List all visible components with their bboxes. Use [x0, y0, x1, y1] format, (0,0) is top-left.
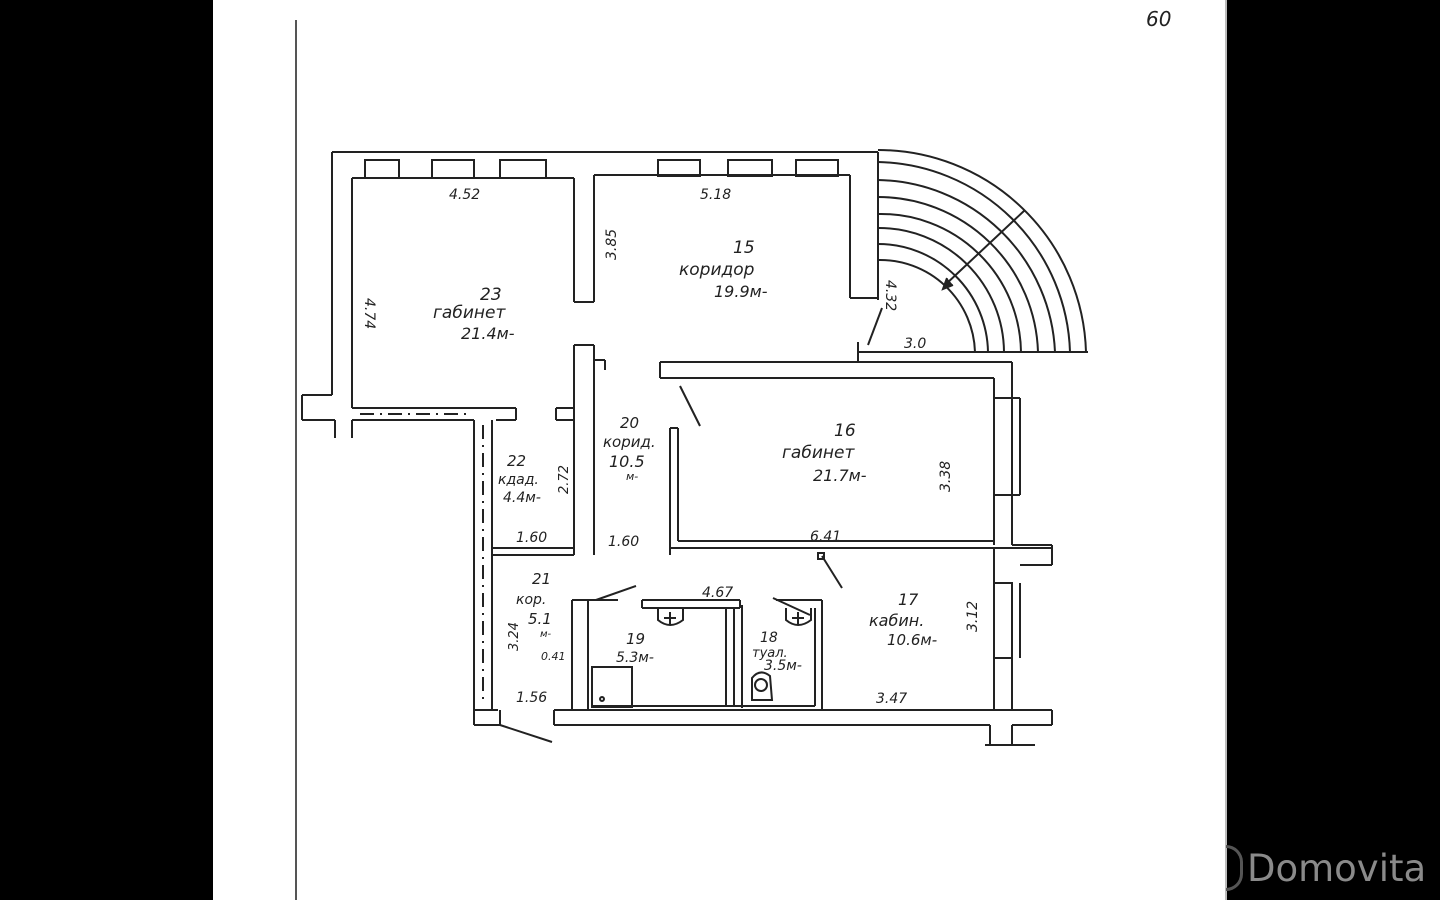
room-21-name: кор. — [516, 592, 546, 608]
room-19-area: 5.3м- — [616, 650, 654, 666]
room-18-name: туал. — [752, 646, 788, 661]
domovita-watermark: Domovita — [1226, 838, 1426, 898]
room-15-number: 15 — [733, 238, 755, 258]
dim-21-inner: 0.41 — [541, 650, 566, 663]
room-22-name: кдад. — [498, 472, 539, 488]
room-23-area: 21.4м- — [461, 324, 515, 343]
room-22-number: 22 — [507, 452, 526, 470]
room-22-area: 4.4м- — [503, 490, 541, 506]
room-16-number: 16 — [834, 421, 856, 441]
sheet-number: 60 — [1146, 7, 1171, 31]
room-17-name: кабин. — [869, 611, 924, 630]
room-18-number: 18 — [760, 630, 778, 646]
room-20-area: 10.5 — [609, 452, 645, 471]
dim-22-bottom: 1.60 — [516, 530, 547, 546]
room-23-name: габинет — [433, 303, 506, 323]
room-17-number: 17 — [898, 590, 919, 609]
dim-16-bottom: 6.41 — [810, 529, 841, 545]
dim-22-right: 2.72 — [557, 465, 572, 494]
dim-21-left: 3.24 — [507, 622, 522, 651]
room-23-number: 23 — [480, 285, 502, 305]
room-16-name: габинет — [782, 443, 855, 463]
room-17-area: 10.6м- — [887, 631, 937, 649]
room-20-unit: м- — [626, 470, 638, 483]
dim-20-bottom: 1.60 — [608, 534, 639, 550]
dim-17-bottom: 3.47 — [876, 691, 907, 707]
watermark-text: Domovita — [1247, 846, 1427, 890]
scanned-page — [213, 0, 1227, 900]
dim-stair: 3.0 — [904, 336, 926, 352]
dim-21-bottom: 1.56 — [516, 690, 547, 706]
logo-mark-icon — [1226, 845, 1243, 891]
room-21-number: 21 — [532, 570, 551, 588]
dim-19-top: 4.67 — [702, 585, 733, 601]
dim-15-left: 3.85 — [604, 229, 620, 260]
room-19-number: 19 — [626, 630, 645, 648]
room-20-name: корид. — [603, 433, 656, 451]
room-20-number: 20 — [620, 414, 639, 432]
room-18-area: 3.5м- — [764, 658, 802, 674]
dim-23-left: 4.74 — [361, 298, 377, 329]
room-21-unit: м- — [540, 629, 552, 640]
room-21-area: 5.1 — [528, 610, 552, 628]
dim-23-top: 4.52 — [449, 187, 480, 203]
room-15-area: 19.9м- — [714, 282, 768, 301]
dim-16-right: 3.38 — [938, 461, 954, 492]
dim-15-right: 4.32 — [882, 280, 898, 311]
dim-17-right: 3.12 — [965, 601, 981, 632]
dim-15-top: 5.18 — [700, 187, 731, 203]
room-16-area: 21.7м- — [813, 466, 867, 485]
room-15-name: коридор — [679, 260, 755, 280]
